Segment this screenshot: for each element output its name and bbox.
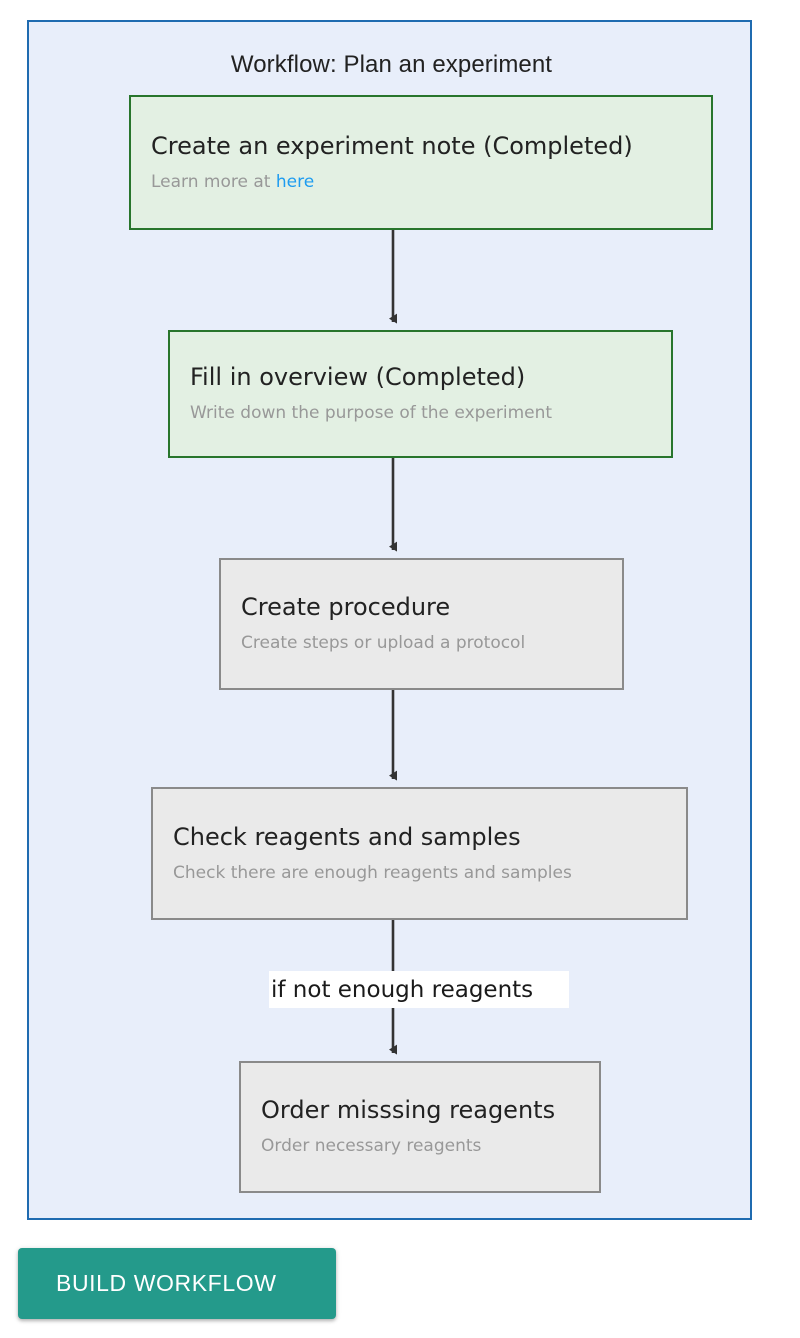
workflow-node-create-procedure[interactable]: Create procedure Create steps or upload … xyxy=(219,558,624,690)
node-description: Order necessary reagents xyxy=(261,1136,482,1157)
node-title: Fill in overview (Completed) xyxy=(190,363,526,392)
workflow-node-create-note[interactable]: Create an experiment note (Completed) Le… xyxy=(129,95,713,230)
learn-more-link[interactable]: here xyxy=(275,171,315,192)
node-title: Check reagents and samples xyxy=(173,822,521,851)
node-description: Check there are enough reagents and samp… xyxy=(173,862,572,883)
edge-label-if-not-enough-reagents: if not enough reagents xyxy=(269,971,569,1008)
build-workflow-button[interactable]: BUILD WORKFLOW xyxy=(18,1248,336,1319)
workflow-diagram-container: Workflow: Plan an experiment Create an e… xyxy=(27,20,752,1220)
workflow-title: Workflow: Plan an experiment xyxy=(230,51,553,78)
workflow-node-fill-overview[interactable]: Fill in overview (Completed) Write down … xyxy=(168,330,673,458)
workflow-node-check-reagents[interactable]: Check reagents and samples Check there a… xyxy=(151,787,688,920)
edge-label-text: if not enough reagents xyxy=(271,976,534,1003)
node-description: Create steps or upload a protocol xyxy=(241,633,526,654)
node-title: Order misssing reagents xyxy=(261,1096,556,1125)
node-description-text: Learn more at xyxy=(151,171,276,192)
node-description: Write down the purpose of the experiment xyxy=(190,403,553,424)
workflow-node-order-misssing-reagents[interactable]: Order misssing reagents Order necessary … xyxy=(239,1061,601,1193)
node-title: Create procedure xyxy=(241,593,451,622)
node-description: Learn more at here xyxy=(151,171,691,193)
node-title: Create an experiment note (Completed) xyxy=(151,131,633,160)
